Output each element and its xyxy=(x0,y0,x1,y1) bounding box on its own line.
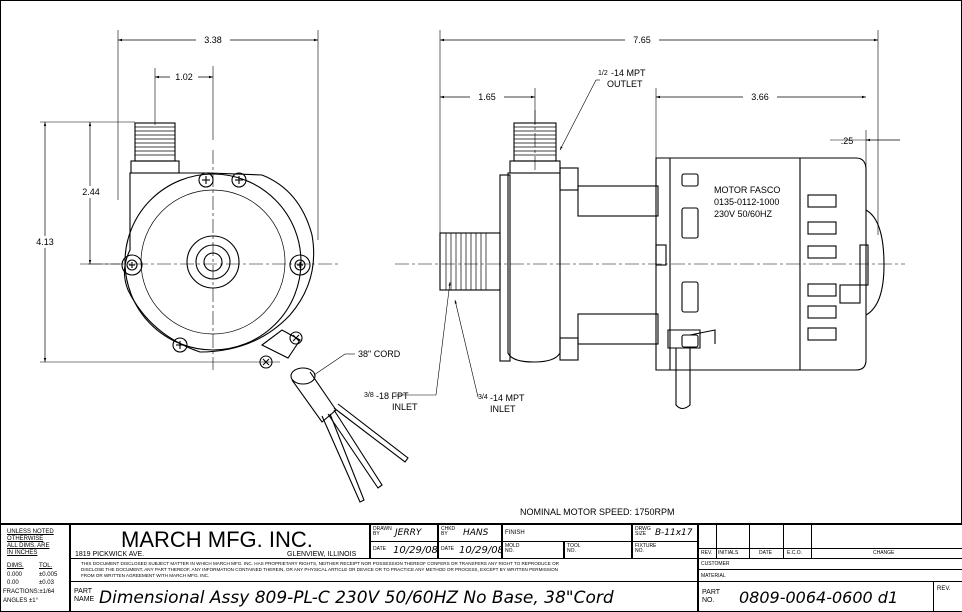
chkd-by-cell: CHKD BY HANS xyxy=(438,524,502,542)
dim-overall-length: 7.65 xyxy=(633,35,651,45)
pump-end-view xyxy=(40,30,409,503)
initials-col-label: INITIALS xyxy=(718,550,739,556)
tool-no-cell: TOOL NO. xyxy=(564,541,632,559)
company-block: MARCH MFG. INC. 1819 PICKWICK AVE. GLENV… xyxy=(70,524,370,559)
mold-no-cell: MOLD NO. xyxy=(502,541,564,559)
engineering-drawing: 3.38 1.02 2.44 4.13 38" CORD xyxy=(0,0,962,524)
in-inches: IN INCHES xyxy=(7,550,38,556)
dim-overall-height: 4.13 xyxy=(36,237,54,247)
tol-label: TOL. xyxy=(39,563,53,569)
all-dims: ALL DIMS. ARE xyxy=(7,543,50,549)
drwg-size: B-11x17 xyxy=(655,528,693,538)
fractions-tol: FRACTIONS:±1/64 xyxy=(3,589,55,595)
disclaimer-block: THIS DOCUMENT DISCLOSED SUBJECT MATTER I… xyxy=(70,558,698,582)
rev-col-label: REV. xyxy=(701,550,713,556)
motor-label-3: 230V 50/60HZ xyxy=(714,209,773,219)
part-name: Dimensional Assy 809-PL-C 230V 50/60HZ N… xyxy=(99,588,614,608)
change-col-label: CHANGE xyxy=(873,550,895,556)
disclaimer-line-1: THIS DOCUMENT DISCLOSED SUBJECT MATTER I… xyxy=(81,561,559,566)
part-name-label-1: PART xyxy=(74,588,93,595)
inlet-fpt-thread-label: -18 FPT xyxy=(376,391,409,401)
dims-label: DIMS. xyxy=(7,563,24,569)
dim-height-to-center: 2.44 xyxy=(82,187,100,197)
eco-col-label: E.C.O. xyxy=(787,550,803,556)
pump-side-view xyxy=(439,30,885,410)
mold-no-label: MOLD NO. xyxy=(505,543,520,554)
outlet-fraction: 1/2 xyxy=(598,70,608,77)
motor-label-2: 0135-0112-1000 xyxy=(714,197,779,207)
part-no-label-2: NO. xyxy=(702,597,715,604)
tol-row2-tol: ±0.03 xyxy=(39,580,54,586)
otherwise: OTHERWISE xyxy=(7,536,44,542)
tool-no-label: TOOL NO. xyxy=(567,543,581,554)
drawn-by-label: DRAWN BY xyxy=(373,526,392,537)
date-label-1: DATE xyxy=(373,546,386,552)
date-drawn-cell: DATE 10/29/08 xyxy=(370,541,438,559)
part-no: 0809-0064-0600 d1 xyxy=(739,588,899,607)
date-drawn: 10/29/08 xyxy=(393,545,438,556)
drwg-size-label: DRWG SIZE xyxy=(635,526,651,537)
inlet-mpt-thread-label: -14 MPT xyxy=(490,393,525,403)
chkd-by: HANS xyxy=(463,528,489,538)
part-name-block: PART NAME Dimensional Assy 809-PL-C 230V… xyxy=(70,581,698,612)
finish-label: FINISH xyxy=(505,530,525,536)
fixture-no-cell: FIXTURE NO. xyxy=(632,541,698,559)
inlet-mpt-fraction: 3/4 xyxy=(478,394,488,401)
drawn-by-cell: DRAWN BY JERRY xyxy=(370,524,438,542)
chkd-by-label: CHKD BY xyxy=(441,526,456,537)
date-chkd-cell: DATE 10/29/08 xyxy=(438,541,502,559)
dim-end-clearance: .25 xyxy=(841,136,854,146)
customer-label: CUSTOMER xyxy=(701,561,730,567)
part-no-label-1: PART xyxy=(702,589,721,596)
company-city: GLENVIEW, ILLINOIS xyxy=(287,551,357,558)
dim-overall-width: 3.38 xyxy=(204,35,222,45)
dim-outlet-position: 1.65 xyxy=(478,92,496,102)
fixture-no-label: FIXTURE NO. xyxy=(635,543,657,554)
part-name-label-2: NAME xyxy=(74,596,95,603)
rev-box-label: REV. xyxy=(937,586,951,592)
company-address: 1819 PICKWICK AVE. xyxy=(75,551,145,558)
disclaimer-line-3: FROM OR WRITTEN AGREEMENT WITH MARCH MFG… xyxy=(81,573,210,578)
drawn-by: JERRY xyxy=(395,528,422,538)
tolerance-block: UNLESS NOTED OTHERWISE ALL DIMS. ARE IN … xyxy=(0,524,70,612)
company-name: MARCH MFG. INC. xyxy=(121,527,313,552)
cord-label: 38" CORD xyxy=(358,349,401,359)
inlet-fpt-fraction: 3/8 xyxy=(364,392,374,399)
unless-noted: UNLESS NOTED xyxy=(7,529,54,535)
dim-outlet-offset: 1.02 xyxy=(175,72,193,82)
angles-tol: ANGLES ±1° xyxy=(3,598,39,604)
revision-table: REV. INITIALS DATE E.C.O. CHANGE xyxy=(698,524,962,559)
tol-row1-dim: 0.000 xyxy=(7,572,23,578)
finish-cell: FINISH xyxy=(502,524,632,542)
material-label: MATERIAL xyxy=(701,573,726,579)
tol-row2-dim: 0.00 xyxy=(7,580,19,586)
drwg-size-cell: DRWG SIZE B-11x17 xyxy=(632,524,698,542)
tol-row1-tol: ±0.005 xyxy=(39,572,58,578)
date-label-2: DATE xyxy=(441,546,454,552)
motor-label-1: MOTOR FASCO xyxy=(714,185,780,195)
centerlines-right xyxy=(395,110,905,265)
dim-motor-length: 3.66 xyxy=(751,92,769,102)
disclaimer-line-2: DISCLOSE THE DOCUMENT, ANY PART THEREOF,… xyxy=(81,567,558,572)
outlet-label: OUTLET xyxy=(607,79,643,89)
rev-box: REV. xyxy=(933,581,962,612)
motor-speed-note: NOMINAL MOTOR SPEED: 1750RPM xyxy=(520,507,675,517)
part-no-cell: PART NO. 0809-0064-0600 d1 xyxy=(698,581,934,612)
title-block: UNLESS NOTED OTHERWISE ALL DIMS. ARE IN … xyxy=(0,524,962,612)
date-chkd: 10/29/08 xyxy=(459,545,502,556)
outlet-thread-label: -14 MPT xyxy=(611,68,646,78)
inlet-mpt-label: INLET xyxy=(490,404,516,414)
date-col-label: DATE xyxy=(759,550,772,556)
inlet-fpt-label: INLET xyxy=(392,402,418,412)
centerlines-left xyxy=(88,150,340,370)
